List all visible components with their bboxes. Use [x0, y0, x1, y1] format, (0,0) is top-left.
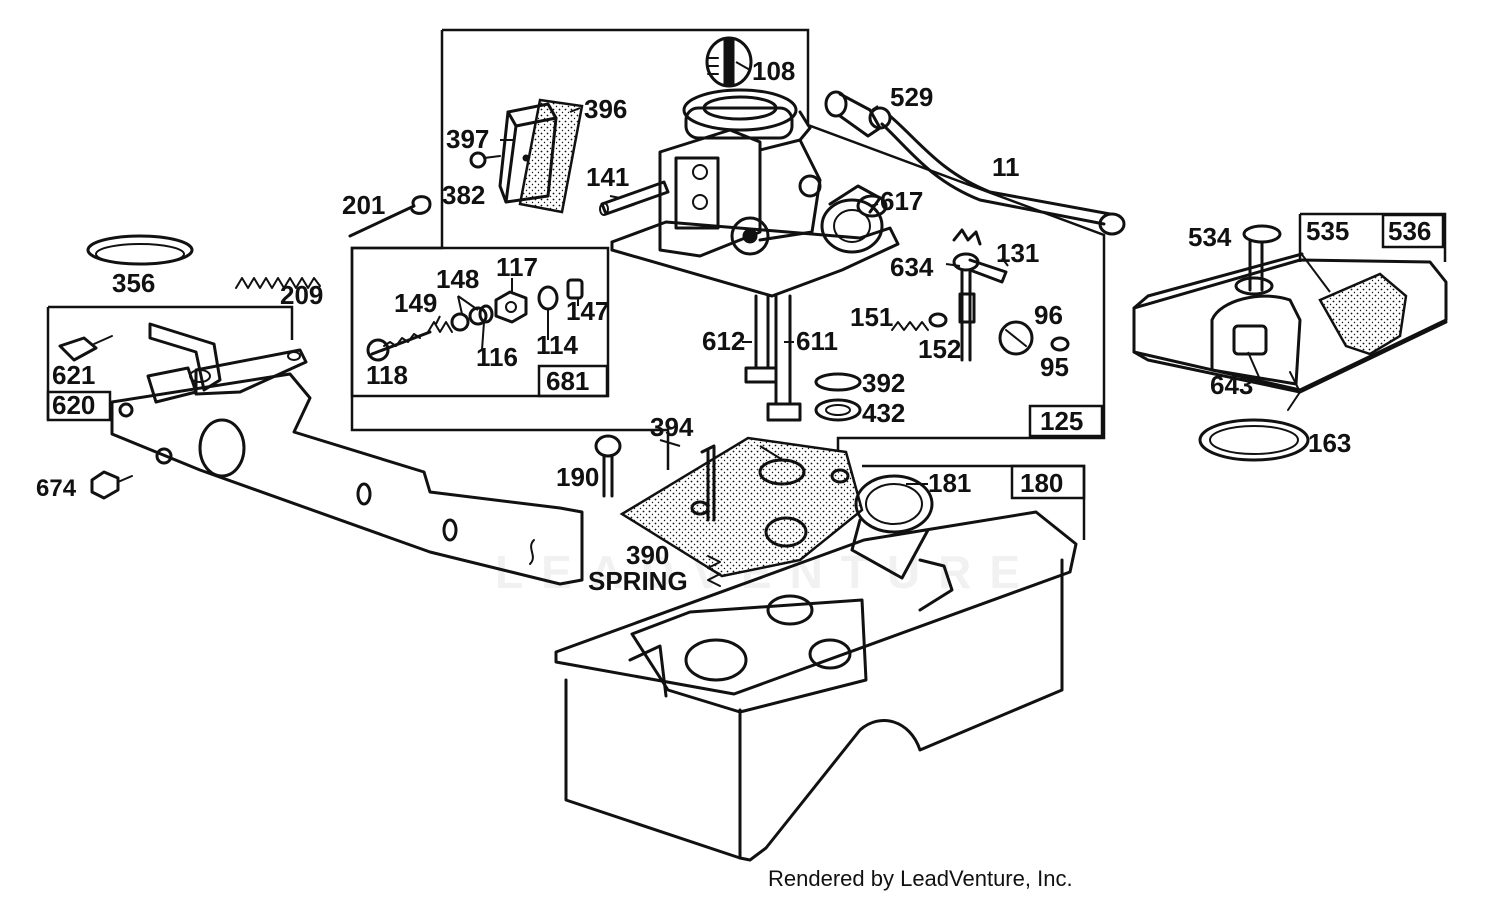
- group-box-681: [350, 246, 610, 398]
- callout-356: 356: [112, 268, 155, 298]
- callout-394: 394: [650, 412, 694, 442]
- part-152-washer: [928, 312, 948, 328]
- part-180-fuel-tank: [554, 510, 1078, 862]
- callout-labels: 108 396 397 382 201 141 529 11 617 131 6…: [36, 56, 1431, 596]
- callout-spring: SPRING: [588, 566, 688, 596]
- callout-11: 11: [992, 152, 1020, 182]
- callout-108: 108: [752, 56, 795, 86]
- callout-529: 529: [890, 82, 933, 112]
- callout-131: 131: [996, 238, 1039, 268]
- carburetor-body: [610, 88, 900, 298]
- callout-118: 118: [366, 360, 408, 390]
- label-box-620: [46, 390, 112, 422]
- callout-116: 116: [476, 342, 518, 372]
- callout-96: 96: [1034, 300, 1063, 330]
- callout-114: 114: [536, 330, 578, 360]
- callout-392: 392: [862, 368, 905, 398]
- group-box-125: [350, 28, 1106, 470]
- part-201-link: [348, 195, 432, 238]
- callout-95: 95: [1040, 352, 1069, 382]
- callout-190: 190: [556, 462, 599, 492]
- callout-536: 536: [1388, 216, 1431, 246]
- part-96-clip: [998, 320, 1034, 356]
- callout-621: 621: [52, 360, 95, 390]
- callout-117: 117: [496, 252, 538, 282]
- part-529-elbow: [824, 90, 892, 138]
- callout-152: 152: [918, 334, 961, 364]
- footer-credit: Rendered by LeadVenture, Inc.: [768, 866, 1073, 891]
- callout-163: 163: [1308, 428, 1351, 458]
- callout-180: 180: [1020, 468, 1063, 498]
- part-432-gasket: [814, 398, 862, 422]
- part-617-ring: [856, 194, 888, 218]
- callout-148: 148: [436, 264, 479, 294]
- part-190-screw: [594, 434, 622, 498]
- callout-674: 674: [36, 475, 77, 502]
- leader-lines: [435, 61, 1331, 485]
- label-box-536: [1381, 213, 1445, 249]
- part-118-needle: [366, 330, 432, 362]
- part-534-cap: [1242, 224, 1282, 292]
- callout-643: 643: [1210, 370, 1253, 400]
- part-114-washer: [537, 285, 559, 311]
- part-148-washers: [450, 306, 488, 332]
- part-163-gasket: [1198, 418, 1310, 462]
- callout-141: 141: [586, 162, 629, 192]
- callout-149: 149: [394, 288, 437, 318]
- part-674-screw: [90, 470, 133, 500]
- callout-382: 382: [442, 180, 485, 210]
- part-643-screen-lead: [1287, 371, 1301, 411]
- part-621-clip: [58, 335, 113, 362]
- callout-125: 125: [1040, 406, 1083, 436]
- callout-535: 535: [1306, 216, 1349, 246]
- part-536-fuel-tank: [1132, 252, 1448, 394]
- part-181-intake: [850, 474, 934, 580]
- part-141-pin: [599, 180, 670, 216]
- part-151-spring: [891, 321, 929, 331]
- callout-612: 612: [702, 326, 745, 356]
- label-box-125: [1028, 404, 1104, 438]
- part-390-spring: [707, 555, 721, 587]
- callout-201: 201: [342, 190, 385, 220]
- part-392-gasket: [814, 372, 862, 392]
- callout-396: 396: [584, 94, 627, 124]
- part-612-screw: [744, 294, 778, 384]
- part-620-bracket: [110, 322, 584, 586]
- callout-617: 617: [880, 186, 923, 216]
- callout-151: 151: [850, 302, 893, 332]
- part-397-block: [498, 102, 558, 204]
- callout-390: 390: [626, 540, 669, 570]
- callout-397: 397: [446, 124, 489, 154]
- callout-634: 634: [890, 252, 934, 282]
- part-611-screw: [766, 294, 802, 422]
- part-95-screw: [1050, 336, 1070, 352]
- part-108-choke-shaft: [705, 36, 753, 88]
- callout-147: 147: [566, 296, 609, 326]
- part-634-needle-valve: [952, 228, 1008, 362]
- part-209-spring: [235, 277, 321, 289]
- part-147-seat: [566, 278, 584, 300]
- callout-181: 181: [928, 468, 971, 498]
- label-box-681: [537, 364, 609, 398]
- label-box-180: [1010, 464, 1086, 500]
- part-117-nut: [494, 290, 528, 324]
- part-382-screw: [469, 151, 501, 169]
- callout-209: 209: [280, 280, 323, 310]
- part-11-fuel-tube: [880, 114, 1126, 236]
- callout-611: 611: [796, 326, 838, 356]
- part-116-washer: [478, 304, 494, 324]
- part-356-spring-clip: [86, 234, 194, 266]
- callout-681: 681: [546, 366, 589, 396]
- callout-534: 534: [1188, 222, 1232, 252]
- callout-620: 620: [52, 390, 95, 420]
- part-149-spring: [427, 321, 453, 333]
- callout-432: 432: [862, 398, 905, 428]
